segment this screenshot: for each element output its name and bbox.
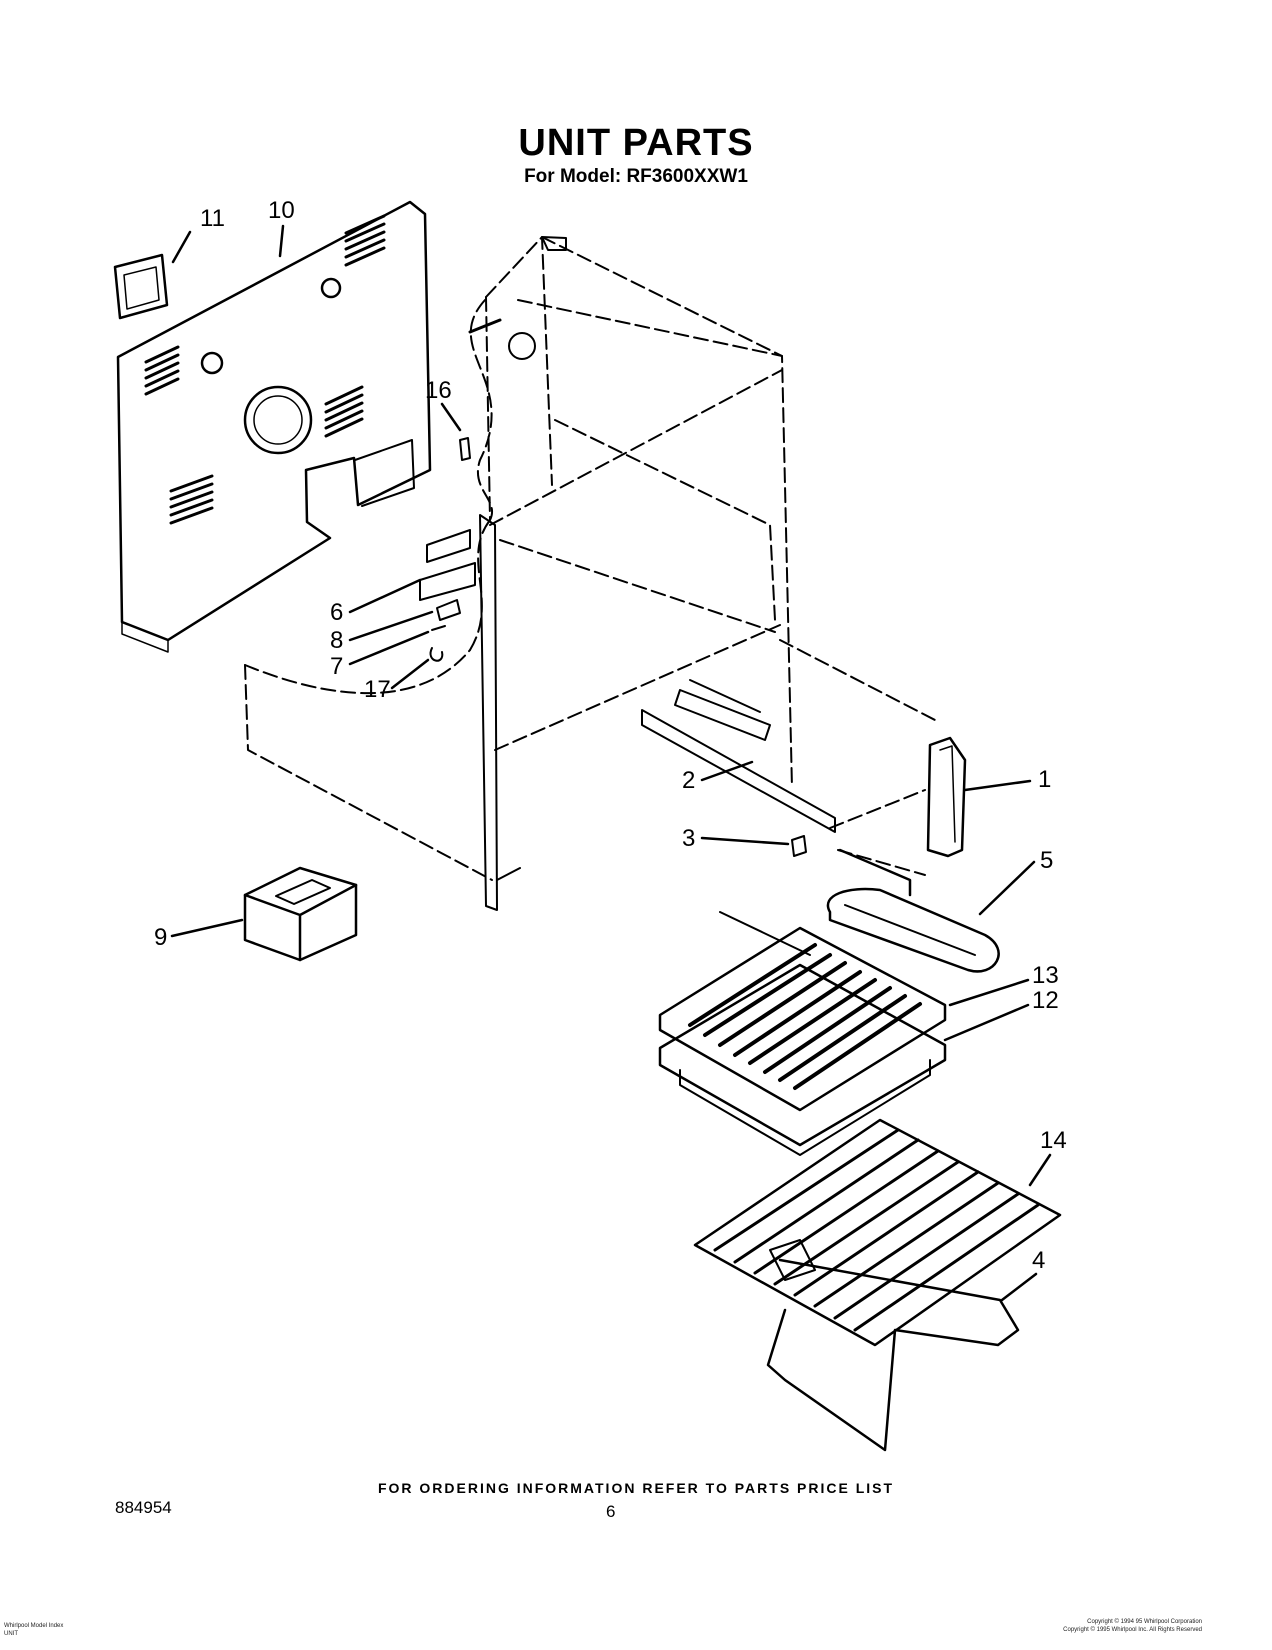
callout-12-leader — [943, 1003, 1030, 1042]
part-16-clip — [459, 437, 471, 461]
callout-13: 13 — [1032, 962, 1059, 989]
part-9-box — [243, 866, 358, 962]
callout-10: 10 — [268, 197, 295, 224]
part-2-rail — [641, 679, 836, 833]
part-10-back-panel — [116, 200, 432, 653]
callout-11-leader — [171, 230, 192, 264]
part-7-screw — [431, 625, 446, 631]
callout-17-leader — [390, 658, 430, 690]
callout-17: 17 — [364, 676, 391, 703]
callout-7-leader — [348, 630, 430, 666]
part-1-side-trim — [926, 736, 967, 858]
footer-credit-left: Whirlpool Model Index UNIT — [4, 1623, 64, 1637]
callout-10-leader — [278, 224, 285, 258]
callout-5: 5 — [1040, 847, 1053, 874]
page-number: 6 — [606, 1502, 616, 1521]
callout-6-leader — [348, 578, 422, 614]
part-5-broil-element — [719, 848, 1000, 973]
part-14-oven-rack — [693, 1118, 1062, 1347]
callout-2: 2 — [682, 767, 695, 794]
callout-8: 8 — [330, 627, 343, 654]
copyright-line-2: Copyright © 1995 Whirlpool Inc. All Righ… — [1063, 1627, 1202, 1633]
callout-4: 4 — [1032, 1247, 1045, 1274]
callout-3-leader — [700, 836, 790, 846]
callout-5-leader — [978, 860, 1036, 916]
callout-4-leader — [1000, 1272, 1038, 1302]
footer-credit-right: Copyright © 1994 95 Whirlpool Corporatio… — [1063, 1618, 1202, 1634]
part-17-clip — [429, 647, 444, 662]
callout-2-leader — [700, 760, 754, 782]
callout-7: 7 — [330, 653, 343, 680]
callout-14: 14 — [1040, 1127, 1067, 1154]
model-subtitle: For Model: RF3600XXW1 — [524, 166, 748, 187]
callout-1-leader — [963, 779, 1032, 792]
copyright-line-1: Copyright © 1994 95 Whirlpool Corporatio… — [1087, 1619, 1202, 1625]
callout-14-leader — [1028, 1153, 1052, 1187]
document-number: 884954 — [115, 1498, 172, 1517]
part-11-bracket — [113, 253, 169, 320]
callout-16-leader — [440, 402, 462, 432]
callout-8-leader — [348, 610, 434, 642]
part-3-screw — [791, 835, 807, 857]
callout-3: 3 — [682, 825, 695, 852]
callout-11: 11 — [200, 205, 225, 232]
callout-1: 1 — [1038, 766, 1051, 793]
part-13-broil-pan-insert — [658, 926, 947, 1112]
callout-9: 9 — [154, 924, 167, 951]
part-4-bake-element — [766, 1239, 1020, 1452]
callout-9-leader — [170, 918, 244, 938]
callout-12: 12 — [1032, 987, 1059, 1014]
front-frame-post — [479, 514, 498, 911]
callout-16: 16 — [425, 377, 452, 404]
callout-13-leader — [948, 978, 1030, 1007]
part-12-broil-pan — [658, 963, 947, 1156]
callout-6: 6 — [330, 599, 343, 626]
page-title: UNIT PARTS — [518, 122, 754, 164]
ordering-note: FOR ORDERING INFORMATION REFER TO PARTS … — [377, 1480, 895, 1496]
cabinet-frame — [244, 236, 936, 881]
part-6-block — [419, 529, 476, 601]
part-8-clip — [436, 599, 461, 621]
